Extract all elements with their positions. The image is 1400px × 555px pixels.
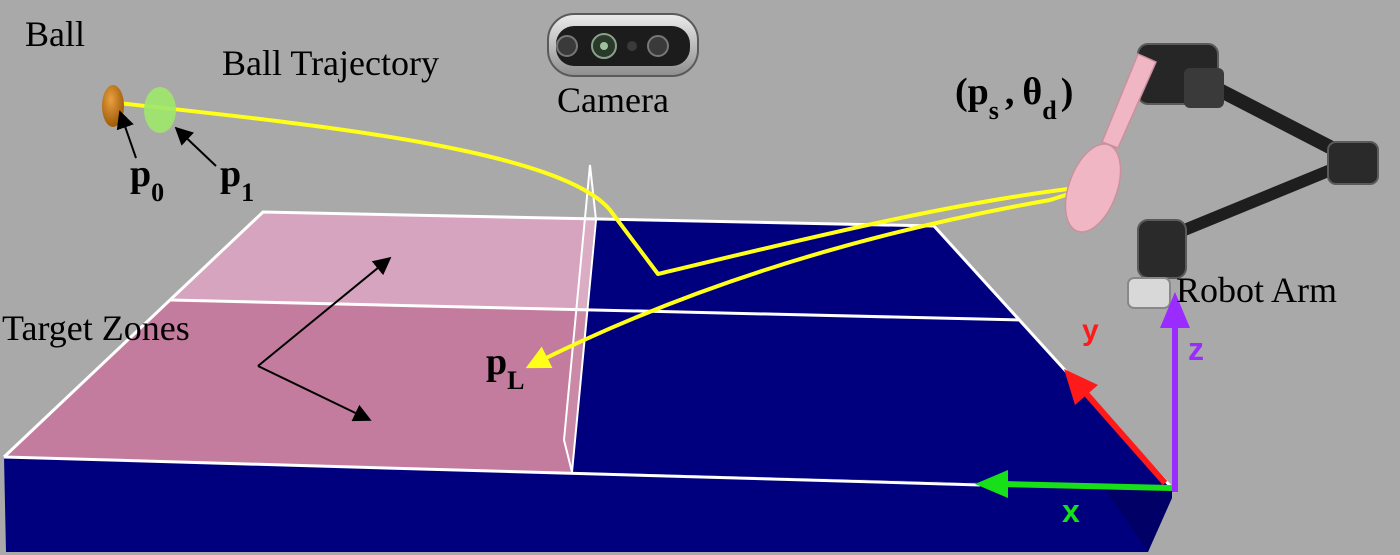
axis-z-label: z — [1188, 331, 1204, 367]
robot-arm-label: Robot Arm — [1176, 270, 1337, 310]
ball-p1-marker — [144, 87, 176, 133]
table-net — [562, 164, 598, 473]
table-top-robot-side — [572, 220, 1172, 488]
target-zone-near — [4, 300, 586, 472]
p0-label: p0 — [130, 153, 164, 207]
table-lines — [2, 210, 1174, 490]
camera-label: Camera — [557, 80, 669, 120]
ball-trajectory-label: Ball Trajectory — [222, 43, 439, 83]
coordinate-axes — [975, 292, 1190, 498]
ball-p0-marker — [102, 85, 124, 127]
ball-label: Ball — [25, 14, 85, 54]
axis-y-arrow — [1080, 388, 1168, 485]
p1-pointer-arrow — [174, 126, 217, 167]
target-zones-label: Target Zones — [2, 308, 190, 348]
ball-trajectory-path — [117, 101, 1096, 369]
robot-arm-icon — [1127, 43, 1379, 309]
camera-icon — [547, 13, 699, 77]
axis-x-label: x — [1062, 493, 1080, 529]
p1-label: p1 — [220, 153, 254, 207]
paddle-icon — [1064, 53, 1157, 233]
target-zone-arrow-up — [257, 256, 392, 367]
target-zone-arrow-down — [257, 365, 372, 422]
pL-label: pL — [486, 341, 524, 395]
axis-x-arrow — [1001, 481, 1173, 491]
p0-pointer-arrow — [116, 110, 137, 159]
paddle-pose-label: (ps,θd) — [955, 71, 1073, 125]
axis-y-label: y — [1082, 314, 1099, 347]
